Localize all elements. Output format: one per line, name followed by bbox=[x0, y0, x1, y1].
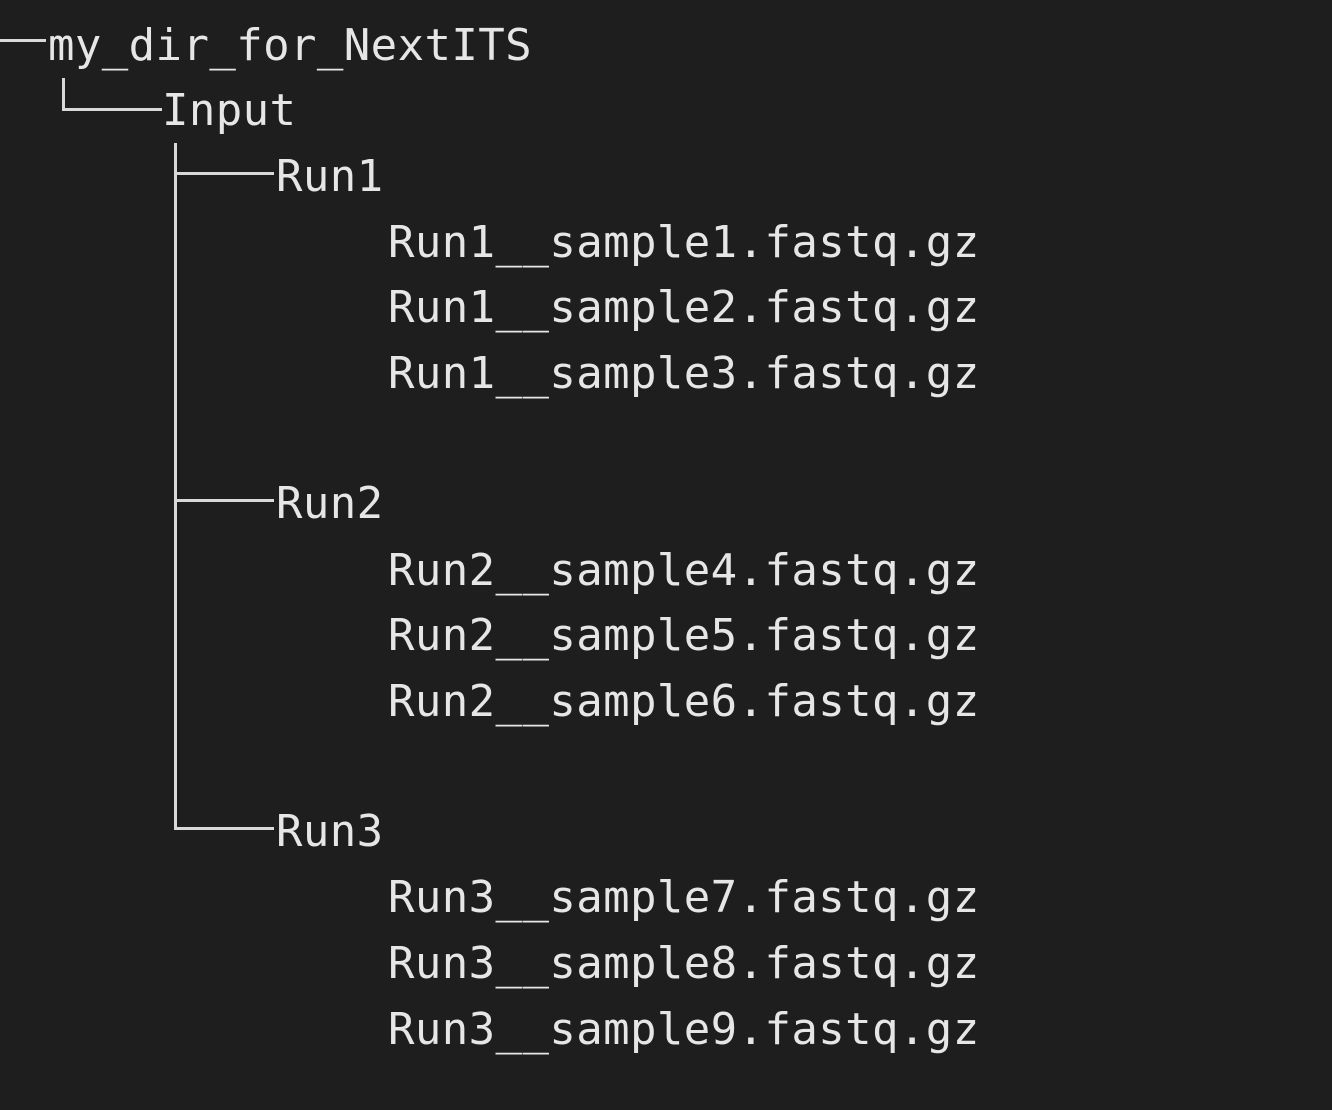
run2-folder-label[interactable]: Run2 bbox=[276, 478, 384, 529]
run1-folder-label[interactable]: Run1 bbox=[276, 151, 384, 202]
input-connector-vertical bbox=[62, 78, 65, 111]
file-item[interactable]: Run3__sample9.fastq.gz bbox=[388, 1004, 980, 1055]
runs-connector-vertical bbox=[174, 143, 177, 830]
file-item[interactable]: Run1__sample2.fastq.gz bbox=[388, 282, 980, 333]
file-item[interactable]: Run2__sample5.fastq.gz bbox=[388, 610, 980, 661]
input-folder-label[interactable]: Input bbox=[162, 85, 297, 136]
file-item[interactable]: Run1__sample3.fastq.gz bbox=[388, 348, 980, 399]
run3-folder-label[interactable]: Run3 bbox=[276, 806, 384, 857]
root-connector bbox=[0, 39, 46, 42]
file-item[interactable]: Run1__sample1.fastq.gz bbox=[388, 217, 980, 268]
file-item[interactable]: Run2__sample4.fastq.gz bbox=[388, 545, 980, 596]
file-item[interactable]: Run3__sample7.fastq.gz bbox=[388, 872, 980, 923]
file-item[interactable]: Run3__sample8.fastq.gz bbox=[388, 938, 980, 989]
run1-connector bbox=[174, 172, 274, 175]
file-item[interactable]: Run2__sample6.fastq.gz bbox=[388, 676, 980, 727]
root-folder-label[interactable]: my_dir_for_NextITS bbox=[48, 20, 533, 71]
run3-connector bbox=[174, 827, 274, 830]
input-connector-horizontal bbox=[62, 108, 162, 111]
run2-connector bbox=[174, 499, 274, 502]
